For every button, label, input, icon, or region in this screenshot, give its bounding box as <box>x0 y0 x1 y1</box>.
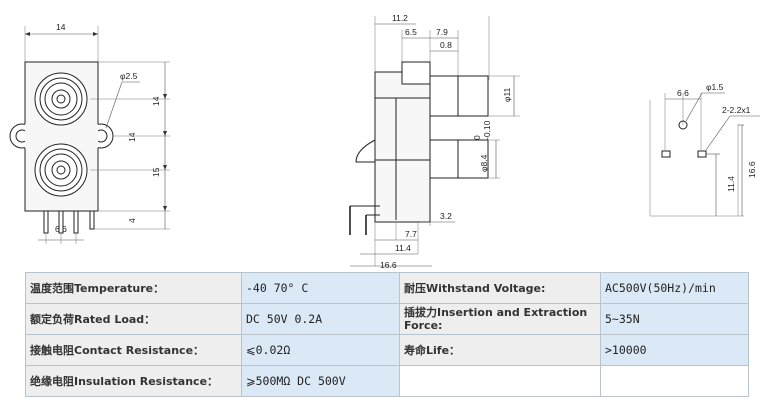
front-pitch-low-dim: 15 <box>151 167 161 177</box>
front-pitch-top-dim: 14 <box>151 96 161 106</box>
spec-right-value: AC500V(50Hz)/min <box>600 272 749 304</box>
spec-left-value: DC 50V 0.2A <box>241 303 400 335</box>
side-d9: 11.4 <box>395 243 411 253</box>
spec-left-value: ⩽0.02Ω <box>241 334 400 366</box>
spec-left-value: ⩾500MΩ DC 500V <box>241 365 400 397</box>
spec-right-value: >10000 <box>600 334 749 366</box>
spec-left-label: 额定负荷Rated Load： <box>25 303 242 335</box>
spec-left-label: 绝缘电阻Insulation Resistance： <box>25 365 242 397</box>
side-view: 11.2 6.5 7.9 0.8 φ11 φ8.4 0 -0 <box>349 13 520 270</box>
side-d6-tol-lo: -0.10 <box>482 120 492 140</box>
front-pin-len-dim: 4 <box>127 218 137 223</box>
pcb-d2: φ1.5 <box>706 82 724 92</box>
spec-right-label: 寿命Life： <box>399 334 601 366</box>
side-d5: φ11 <box>502 87 512 102</box>
spec-left-label: 接触电阻Contact Resistance： <box>25 334 242 366</box>
spec-right-label: 插拔力Insertion and Extraction Force: <box>399 303 601 335</box>
pcb-d1: 6 6 <box>677 88 689 98</box>
side-d1: 11.2 <box>392 13 408 23</box>
side-d6: φ8.4 <box>479 154 489 172</box>
pcb-d3: 2-2.2x1 <box>722 105 751 115</box>
side-d8: 7.7 <box>405 229 417 239</box>
front-pitch-mid-dim: 14 <box>127 132 137 142</box>
spec-left-label: 温度范围Temperature： <box>25 272 242 304</box>
side-d2: 6.5 <box>405 27 417 37</box>
front-pin-pitch-dim: 6 6 <box>55 224 67 234</box>
front-view: 14 φ2.5 <box>9 22 170 244</box>
side-d7: 3.2 <box>440 211 452 221</box>
side-d10: 16.6 <box>380 260 397 270</box>
spec-right-label <box>399 365 601 397</box>
spec-row: 绝缘电阻Insulation Resistance：⩾500MΩ DC 500V <box>25 365 749 397</box>
side-d4: 0.8 <box>440 40 452 50</box>
pcb-d4: 11.4 <box>726 176 736 192</box>
spec-right-value: 5~35N <box>600 303 749 335</box>
side-d3: 7.9 <box>436 27 448 37</box>
technical-drawing: 14 φ2.5 <box>9 13 760 270</box>
spec-right-label: 耐压Withstand Voltage: <box>399 272 601 304</box>
pcb-layout-view: 6 6 φ1.5 2-2.2x1 11.4 16.6 <box>649 82 760 217</box>
pcb-d5: 16.6 <box>747 161 757 178</box>
front-hole-dim: φ2.5 <box>120 71 138 81</box>
front-width-dim: 14 <box>56 22 66 32</box>
spec-right-value <box>600 365 749 397</box>
spec-left-value: -40 70° C <box>241 272 400 304</box>
side-d6-tol-hi: 0 <box>472 135 482 140</box>
